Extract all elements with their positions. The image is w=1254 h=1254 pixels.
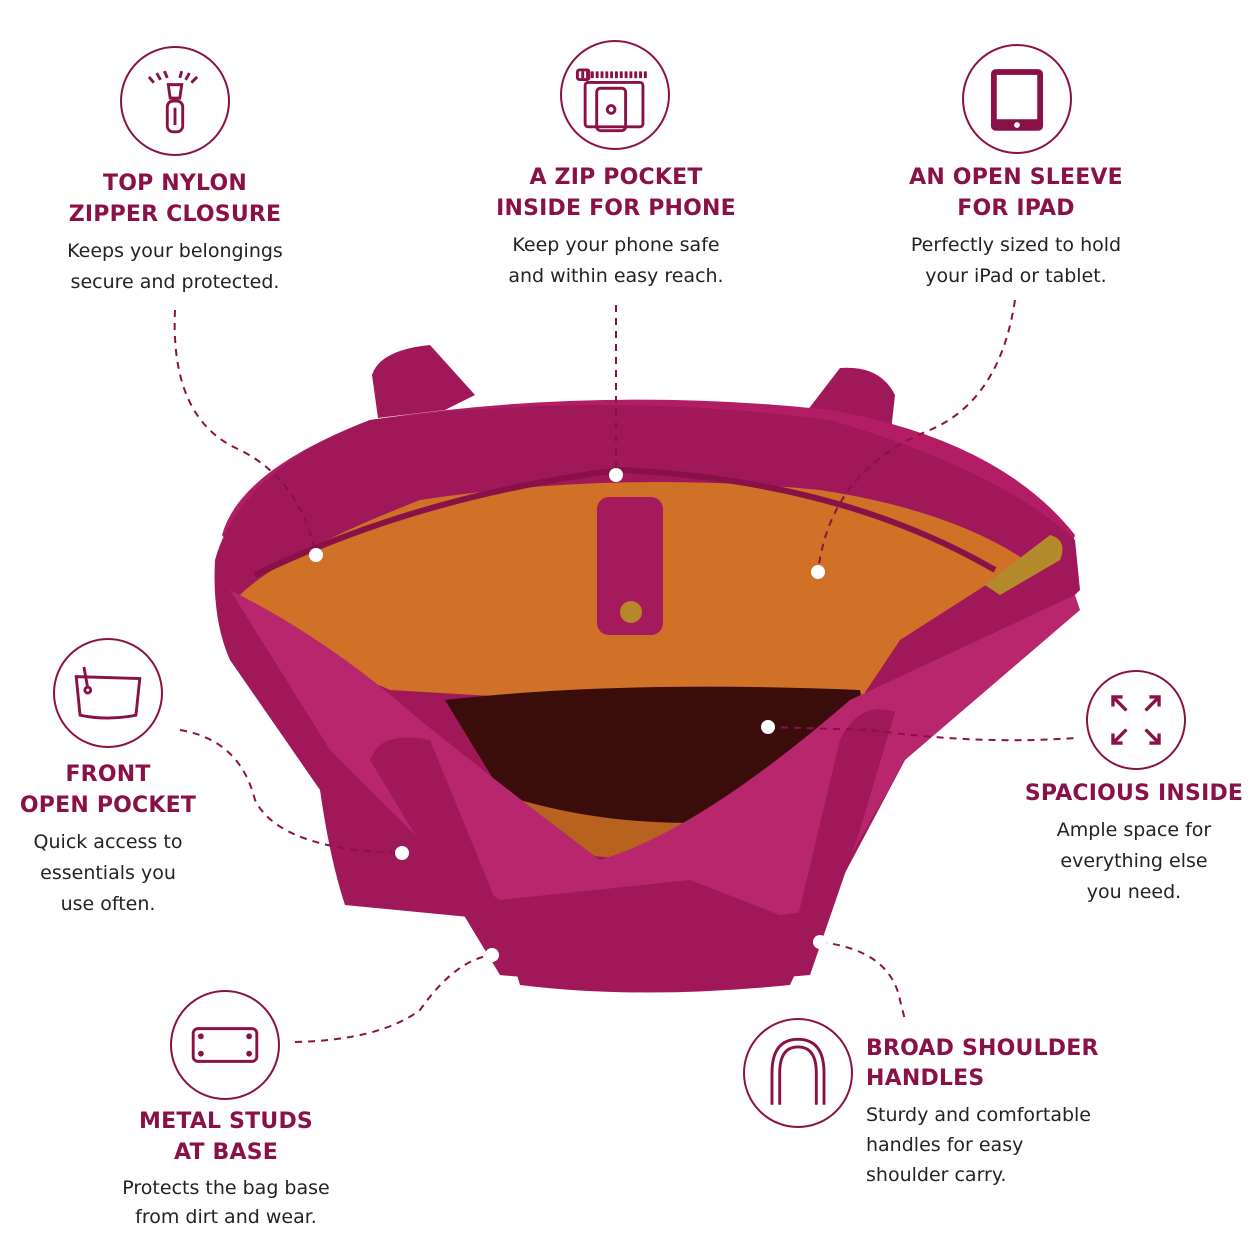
feature-title-line: ZIPPER CLOSURE bbox=[68, 202, 282, 227]
leader-spacious bbox=[767, 726, 1076, 742]
open-pouch-icon-badge bbox=[53, 638, 163, 748]
callout-dot-phone-pocket bbox=[609, 468, 623, 482]
feature-desc-line: secure and protected. bbox=[70, 271, 280, 293]
feature-desc-line: essentials you bbox=[40, 862, 176, 884]
feature-title-line: BROAD SHOULDER bbox=[866, 1036, 1099, 1061]
callout-dot-zipper bbox=[309, 548, 323, 562]
feature-desc-line: from dirt and wear. bbox=[135, 1206, 317, 1228]
feature-title-line: OPEN POCKET bbox=[19, 793, 197, 818]
callout-dot-ipad-sleeve bbox=[811, 565, 825, 579]
zipper-icon-badge bbox=[120, 46, 230, 156]
back-handle-left bbox=[372, 345, 475, 418]
feature-desc-line: Perfectly sized to hold bbox=[910, 234, 1122, 256]
leader-zipper bbox=[173, 309, 317, 556]
feature-front-open-pocket: FRONT OPEN POCKET Quick access to essent… bbox=[10, 759, 206, 920]
feature-desc-line: Quick access to bbox=[33, 831, 183, 853]
feature-spacious-inside: SPACIOUS INSIDE Ample space for everythi… bbox=[1020, 778, 1248, 908]
studded-base-icon bbox=[191, 1027, 259, 1063]
feature-title-line: TOP NYLON bbox=[103, 171, 247, 196]
callout-dot-spacious bbox=[761, 720, 775, 734]
leader-studs bbox=[294, 954, 493, 1043]
expand-arrows-icon-badge bbox=[1086, 670, 1186, 770]
leader-ipad-sleeve bbox=[817, 299, 1016, 573]
callout-dot-front-pocket bbox=[395, 846, 409, 860]
zip-pocket-phone-icon bbox=[575, 68, 649, 133]
feature-desc-line: you need. bbox=[1086, 881, 1182, 903]
feature-title-line: HANDLES bbox=[866, 1066, 985, 1091]
expand-arrows-icon bbox=[1111, 695, 1161, 745]
feature-title-line: FRONT bbox=[65, 762, 151, 787]
tablet-icon-badge bbox=[962, 44, 1072, 154]
feature-zipper-closure: TOP NYLON ZIPPER CLOSURE Keeps your belo… bbox=[40, 168, 310, 298]
zipper-pull bbox=[985, 535, 1063, 595]
feature-title-line: A ZIP POCKET bbox=[529, 165, 703, 190]
feature-title-line: FOR IPAD bbox=[957, 196, 1075, 221]
feature-shoulder-handles: BROAD SHOULDER HANDLES Sturdy and comfor… bbox=[866, 1034, 1126, 1190]
feature-desc-line: everything else bbox=[1060, 850, 1208, 872]
feature-title-line: INSIDE FOR PHONE bbox=[496, 196, 736, 221]
feature-desc-line: Sturdy and comfortable bbox=[866, 1104, 1091, 1126]
handle-icon bbox=[770, 1037, 826, 1105]
leader-handles bbox=[819, 941, 906, 1021]
zipper-icon bbox=[147, 70, 199, 134]
callout-dot-handles bbox=[813, 935, 827, 949]
feature-title-line: SPACIOUS INSIDE bbox=[1024, 781, 1244, 806]
feature-desc-line: handles for easy bbox=[866, 1134, 1024, 1156]
feature-desc-line: Keeps your belongings bbox=[67, 240, 283, 262]
feature-desc-line: your iPad or tablet. bbox=[925, 265, 1107, 287]
snap-button bbox=[620, 601, 642, 623]
front-handle bbox=[370, 709, 895, 983]
feature-title-line: METAL STUDS bbox=[139, 1109, 313, 1134]
feature-desc-line: and within easy reach. bbox=[508, 265, 724, 287]
feature-desc-line: Keep your phone safe bbox=[512, 234, 720, 256]
open-pouch-icon bbox=[74, 666, 142, 720]
feature-desc-line: use often. bbox=[60, 893, 156, 915]
feature-title-line: AN OPEN SLEEVE bbox=[909, 165, 1123, 190]
zip-pocket-phone-icon-badge bbox=[560, 40, 670, 150]
feature-ipad-sleeve: AN OPEN SLEEVE FOR IPAD Perfectly sized … bbox=[876, 162, 1156, 292]
handle-icon-badge bbox=[743, 1018, 853, 1128]
leader-front-pocket bbox=[179, 729, 403, 854]
feature-metal-studs: METAL STUDS AT BASE Protects the bag bas… bbox=[100, 1106, 352, 1232]
tablet-icon bbox=[990, 69, 1044, 131]
feature-desc-line: Ample space for bbox=[1056, 819, 1212, 841]
feature-desc-line: shoulder carry. bbox=[866, 1164, 1007, 1186]
strap-tab bbox=[597, 497, 663, 635]
feature-desc-line: Protects the bag base bbox=[122, 1177, 330, 1199]
studded-base-icon-badge bbox=[170, 990, 280, 1100]
feature-title-line: AT BASE bbox=[173, 1140, 279, 1165]
callout-dot-studs bbox=[485, 948, 499, 962]
feature-zip-pocket-phone: A ZIP POCKET INSIDE FOR PHONE Keep your … bbox=[470, 162, 762, 292]
